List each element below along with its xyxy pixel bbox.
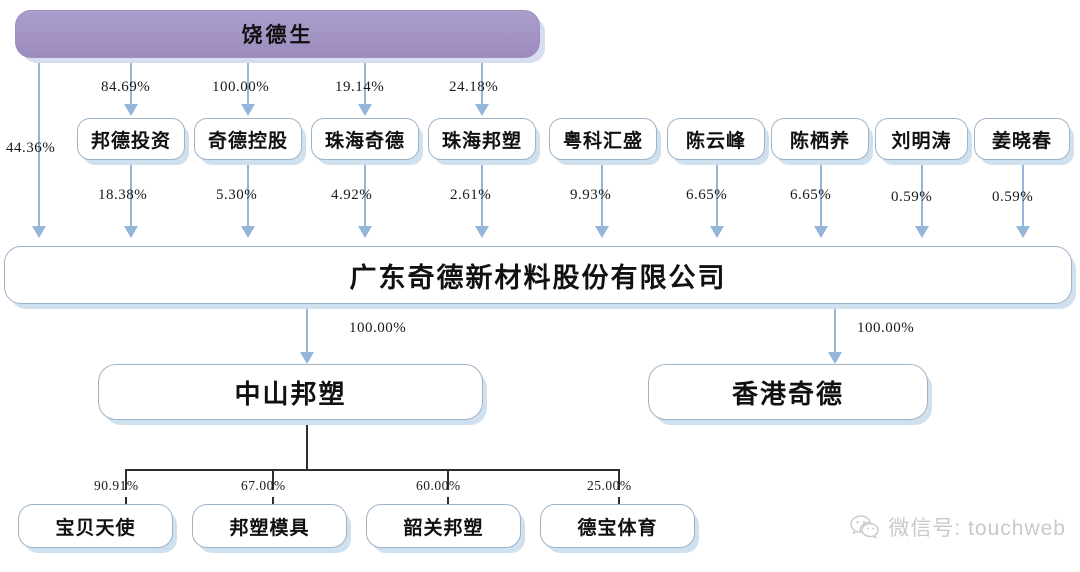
pct-sh4-to-main: 9.93%: [570, 187, 612, 203]
node-shareholder-label: 珠海邦塑: [441, 130, 522, 152]
node-shareholder-label: 陈栖养: [789, 130, 850, 152]
node-shareholder-label: 粤科汇盛: [562, 130, 643, 152]
connector-root-to-sh2: [364, 58, 366, 104]
tree-drop-3: [618, 469, 620, 490]
node-sub-subsidiary-label: 邦塑模具: [229, 517, 310, 539]
connector-sh5-to-main: [716, 160, 718, 226]
node-shareholder-zhuhai-qide[interactable]: 珠海奇德: [311, 118, 419, 160]
tree-stub-2: [447, 497, 449, 506]
node-shareholder-qide-holding[interactable]: 奇德控股: [194, 118, 302, 160]
node-main-company[interactable]: 广东奇德新材料股份有限公司: [4, 246, 1072, 304]
arrowhead-root-to-sh0: [124, 104, 138, 116]
node-sub-subsidiary-label: 韶关邦塑: [403, 517, 484, 539]
node-subsidiary-hongkong-qide[interactable]: 香港奇德: [648, 364, 928, 420]
pct-main-to-sub0: 100.00%: [349, 320, 407, 336]
tree-stub-3: [618, 497, 620, 506]
node-shareholder-liu-mingtao[interactable]: 刘明涛: [875, 118, 968, 160]
arrowhead-sh8-to-main: [1016, 226, 1030, 238]
arrowhead-sh6-to-main: [814, 226, 828, 238]
arrowhead-sh4-to-main: [595, 226, 609, 238]
pct-sh2-to-main: 4.92%: [331, 187, 373, 203]
connector-sh1-to-main: [247, 160, 249, 226]
node-sub-subsidiary-label: 德宝体育: [577, 517, 658, 539]
node-shareholder-yueke-huisheng[interactable]: 粤科汇盛: [549, 118, 657, 160]
node-shareholder-label: 刘明涛: [891, 130, 952, 152]
connector-root-to-sh3: [481, 58, 483, 104]
node-shareholder-label: 奇德控股: [207, 130, 288, 152]
node-sub-subsidiary-label: 宝贝天使: [55, 517, 136, 539]
tree-drop-1: [272, 469, 274, 490]
connector-sh3-to-main: [481, 160, 483, 226]
arrowhead-main-to-sub1: [828, 352, 842, 364]
connector-sh0-to-main: [130, 160, 132, 226]
arrowhead-sh1-to-main: [241, 226, 255, 238]
pct-main-to-sub1: 100.00%: [857, 320, 915, 336]
tree-drop-2: [447, 469, 449, 490]
pct-sub-subsidiary-1: 67.00%: [241, 478, 286, 493]
pct-sh7-to-main: 0.59%: [891, 189, 933, 205]
node-shareholder-label: 姜晓春: [991, 130, 1052, 152]
arrowhead-sh7-to-main: [915, 226, 929, 238]
pct-root-to-sh1: 100.00%: [212, 79, 270, 95]
arrowhead-root-to-main: [32, 226, 46, 238]
node-shareholder-jiang-xiaochun[interactable]: 姜晓春: [974, 118, 1070, 160]
node-root-person[interactable]: 饶德生: [15, 10, 540, 58]
pct-sub-subsidiary-0: 90.91%: [94, 478, 139, 493]
node-sub-subsidiary-shaoguan-bangsu[interactable]: 韶关邦塑: [366, 504, 521, 548]
pct-sh8-to-main: 0.59%: [992, 189, 1034, 205]
watermark: 微信号: touchweb: [850, 512, 1066, 542]
node-root-label: 饶德生: [241, 23, 314, 47]
pct-sh3-to-main: 2.61%: [450, 187, 492, 203]
node-shareholder-chen-qiyang[interactable]: 陈栖养: [771, 118, 869, 160]
node-subsidiary-label: 中山邦塑: [234, 379, 347, 409]
node-shareholder-bangde-investment[interactable]: 邦德投资: [77, 118, 185, 160]
connector-sh7-to-main: [921, 160, 923, 226]
node-sub-subsidiary-baobei-tianshi[interactable]: 宝贝天使: [18, 504, 173, 548]
connector-sh4-to-main: [601, 160, 603, 226]
wechat-icon: [850, 514, 880, 540]
node-main-company-label: 广东奇德新材料股份有限公司: [349, 262, 727, 293]
pct-root-to-main: 44.36%: [6, 140, 56, 156]
watermark-text: 微信号: touchweb: [888, 517, 1066, 540]
arrowhead-root-to-sh1: [241, 104, 255, 116]
node-subsidiary-zhongshan-bangsu[interactable]: 中山邦塑: [98, 364, 483, 420]
pct-root-to-sh2: 19.14%: [335, 79, 385, 95]
node-sub-subsidiary-bangsu-moju[interactable]: 邦塑模具: [192, 504, 347, 548]
connector-sh2-to-main: [364, 160, 366, 226]
tree-bus: [125, 469, 619, 471]
arrowhead-sh5-to-main: [710, 226, 724, 238]
node-subsidiary-label: 香港奇德: [731, 379, 844, 409]
connector-main-to-sub1: [834, 304, 836, 352]
pct-sub-subsidiary-2: 60.00%: [416, 478, 461, 493]
pct-sub-subsidiary-3: 25.00%: [587, 478, 632, 493]
node-shareholder-label: 珠海奇德: [324, 130, 405, 152]
node-shareholder-chen-yunfeng[interactable]: 陈云峰: [667, 118, 765, 160]
pct-sh5-to-main: 6.65%: [686, 187, 728, 203]
tree-stub-1: [272, 497, 274, 506]
arrowhead-main-to-sub0: [300, 352, 314, 364]
connector-root-to-sh1: [247, 58, 249, 104]
arrowhead-sh3-to-main: [475, 226, 489, 238]
pct-sh0-to-main: 18.38%: [98, 187, 148, 203]
arrowhead-sh0-to-main: [124, 226, 138, 238]
connector-sh8-to-main: [1022, 160, 1024, 226]
tree-drop-0: [125, 469, 127, 490]
connector-main-to-sub0: [306, 304, 308, 352]
node-shareholder-label: 邦德投资: [90, 130, 171, 152]
node-shareholder-label: 陈云峰: [685, 130, 746, 152]
arrowhead-sh2-to-main: [358, 226, 372, 238]
arrowhead-root-to-sh3: [475, 104, 489, 116]
connector-root-to-sh0: [130, 58, 132, 104]
node-sub-subsidiary-debao-tiyu[interactable]: 德宝体育: [540, 504, 695, 548]
node-shareholder-zhuhai-bangsu[interactable]: 珠海邦塑: [428, 118, 536, 160]
connector-sh6-to-main: [820, 160, 822, 226]
pct-root-to-sh0: 84.69%: [101, 79, 151, 95]
arrowhead-root-to-sh2: [358, 104, 372, 116]
tree-stub-0: [125, 497, 127, 506]
tree-stem: [306, 420, 308, 470]
pct-sh6-to-main: 6.65%: [790, 187, 832, 203]
connector-root-to-main: [38, 58, 40, 226]
pct-sh1-to-main: 5.30%: [216, 187, 258, 203]
pct-root-to-sh3: 24.18%: [449, 79, 499, 95]
